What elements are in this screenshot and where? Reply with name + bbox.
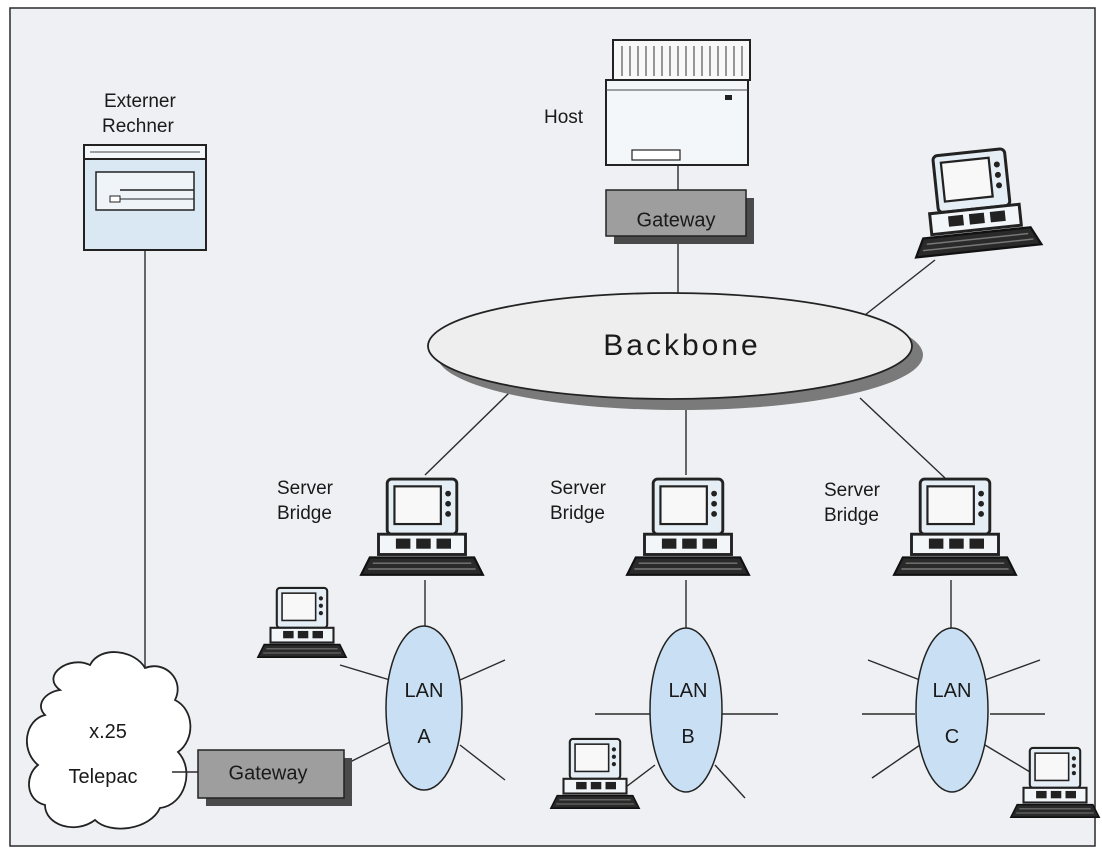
line-backbone-to-server-c (859, 397, 946, 479)
external-computer-icon (83, 144, 207, 251)
bridge-b-label: Bridge (550, 503, 605, 524)
server-c-label: Server (824, 480, 881, 501)
lan-a-letter: A (417, 726, 431, 748)
bridge-c-label: Bridge (824, 505, 879, 526)
lan-b-letter: B (681, 726, 694, 748)
host-mainframe-icon (605, 39, 751, 166)
backbone (427, 292, 923, 410)
x25-label: x.25 (89, 721, 127, 743)
telepac-label: Telepac (69, 766, 138, 788)
server-b-label: Server (550, 478, 607, 499)
gateway-top (605, 189, 754, 244)
gateway-bottom (197, 749, 352, 806)
lan-c-label: LAN (933, 680, 972, 702)
cloud-icon (26, 651, 192, 830)
rechner-label: Rechner (102, 116, 174, 137)
lan-a-label: LAN (405, 680, 444, 702)
externer-label: Externer (104, 91, 176, 112)
gateway-bottom-label: Gateway (229, 762, 308, 784)
server-a-label: Server (277, 478, 334, 499)
line-backbone-to-workstation (864, 259, 936, 316)
host-label: Host (544, 107, 584, 128)
lan-a (385, 625, 463, 791)
lan-b (649, 627, 723, 793)
bridge-a-label: Bridge (277, 503, 332, 524)
backbone-label: Backbone (603, 329, 760, 362)
lan-c (915, 627, 989, 793)
lan-c-letter: C (945, 726, 959, 748)
gateway-top-label: Gateway (637, 209, 716, 231)
connection-lines (144, 165, 1045, 799)
line-backbone-to-server-a (424, 391, 511, 476)
lan-b-label: LAN (669, 680, 708, 702)
